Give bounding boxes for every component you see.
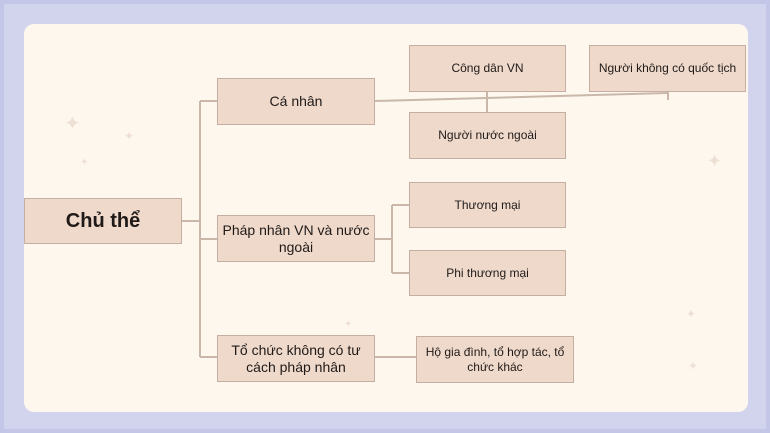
leaf-nguoi-nuoc-ngoai: Người nước ngoài <box>409 112 566 159</box>
leaf-cong-dan-vn: Công dân VN <box>409 45 566 92</box>
sparkle-icon: ✦ <box>124 129 135 143</box>
branch-phap-nhan: Pháp nhân VN và nước ngoài <box>217 215 375 262</box>
branch-ca-nhan: Cá nhân <box>217 78 375 125</box>
root-node: Chủ thể <box>24 198 182 244</box>
sparkle-icon: ✦ <box>344 319 353 330</box>
branch-to-chuc: Tổ chức không có tư cách pháp nhân <box>217 335 375 382</box>
leaf-ho-gia-dinh: Hộ gia đình, tổ hợp tác, tổ chức khác <box>416 336 574 383</box>
leaf-khong-quoc-tich: Người không có quốc tịch <box>589 45 746 92</box>
leaf-thuong-mai: Thương mại <box>409 182 566 228</box>
sparkle-icon: ✦ <box>64 113 81 135</box>
sparkle-icon: ✦ <box>80 157 89 168</box>
sparkle-icon: ✦ <box>686 307 697 321</box>
connector-ca-nhan-bus <box>374 92 669 102</box>
sparkle-icon: ✦ <box>707 151 723 171</box>
leaf-phi-thuong-mai: Phi thương mại <box>409 250 566 296</box>
sparkle-icon: ✦ <box>688 359 699 373</box>
